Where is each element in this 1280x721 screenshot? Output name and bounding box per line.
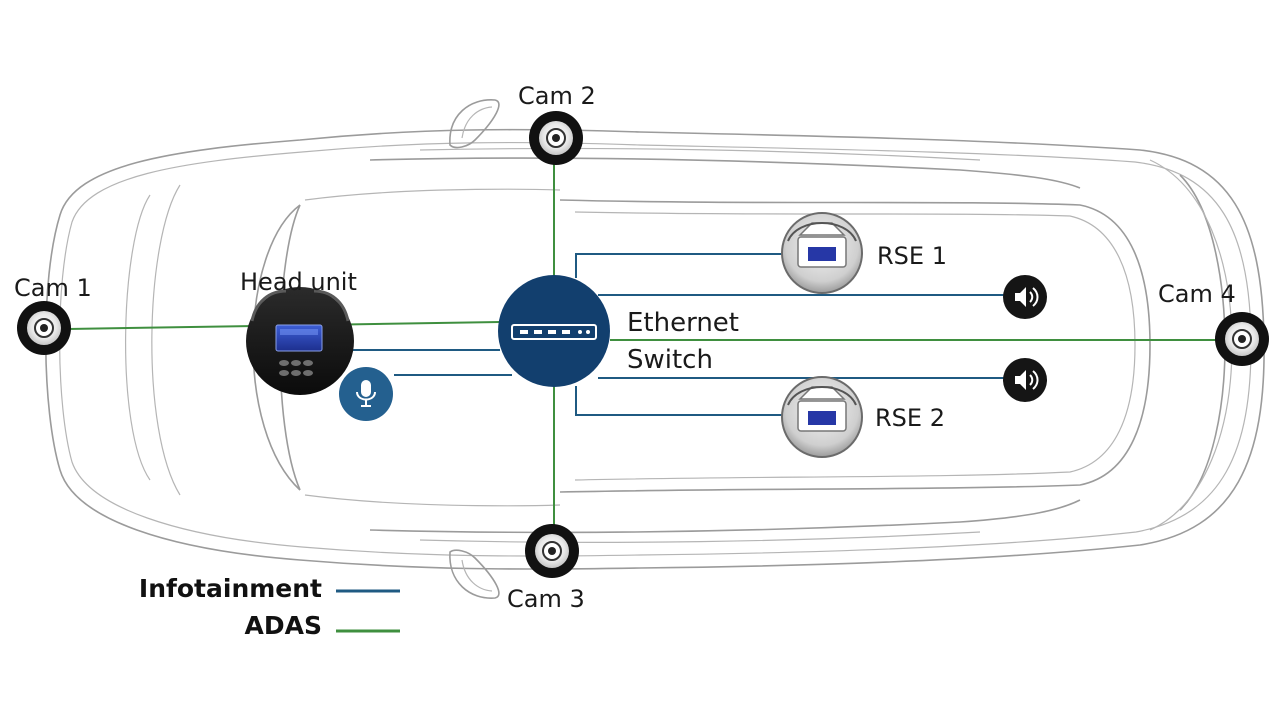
cam-3-node: Cam 3: [507, 524, 585, 613]
legend-item-infotainment: Infotainment: [139, 574, 400, 603]
legend-label-infotainment: Infotainment: [139, 574, 322, 603]
speaker-icon: [1003, 358, 1047, 402]
info-link-rse1: [575, 253, 786, 278]
cam-1-label: Cam 1: [14, 274, 92, 302]
head-unit-label: Head unit: [240, 268, 357, 296]
head-unit-node: Head unit: [240, 268, 357, 395]
info-link-rse2: [575, 386, 786, 416]
cam-2-node: Cam 2: [518, 82, 596, 165]
legend-label-adas: ADAS: [245, 611, 322, 640]
camera-icon: [1215, 312, 1269, 366]
microphone-icon: [339, 367, 393, 421]
legend-item-adas: ADAS: [245, 611, 400, 640]
cam-1-node: Cam 1: [14, 274, 92, 355]
legend: Infotainment ADAS: [139, 574, 400, 640]
rse-2-label: RSE 2: [875, 404, 945, 432]
car-outline: [44, 99, 1265, 599]
rear-seat-display-icon: [781, 212, 863, 294]
switch-label-line2: Switch: [627, 345, 713, 375]
microphone-node: [339, 367, 393, 421]
cam-3-label: Cam 3: [507, 585, 585, 613]
rse-2-node: RSE 2: [781, 376, 945, 458]
ethernet-switch-icon: [498, 275, 610, 387]
rear-seat-display-icon: [781, 376, 863, 458]
ethernet-switch-node: Ethernet Switch: [498, 275, 739, 387]
speaker-icon: [1003, 275, 1047, 319]
rse-1-label: RSE 1: [877, 242, 947, 270]
speaker-2-node: [1003, 358, 1047, 402]
cam-4-node: Cam 4: [1158, 280, 1269, 366]
head-unit-icon: [246, 287, 354, 395]
camera-icon: [17, 301, 71, 355]
rse-1-node: RSE 1: [781, 212, 947, 294]
speaker-1-node: [1003, 275, 1047, 319]
cam-4-label: Cam 4: [1158, 280, 1236, 308]
cam-2-label: Cam 2: [518, 82, 596, 110]
camera-icon: [529, 111, 583, 165]
camera-icon: [525, 524, 579, 578]
switch-label-line1: Ethernet: [627, 308, 739, 338]
